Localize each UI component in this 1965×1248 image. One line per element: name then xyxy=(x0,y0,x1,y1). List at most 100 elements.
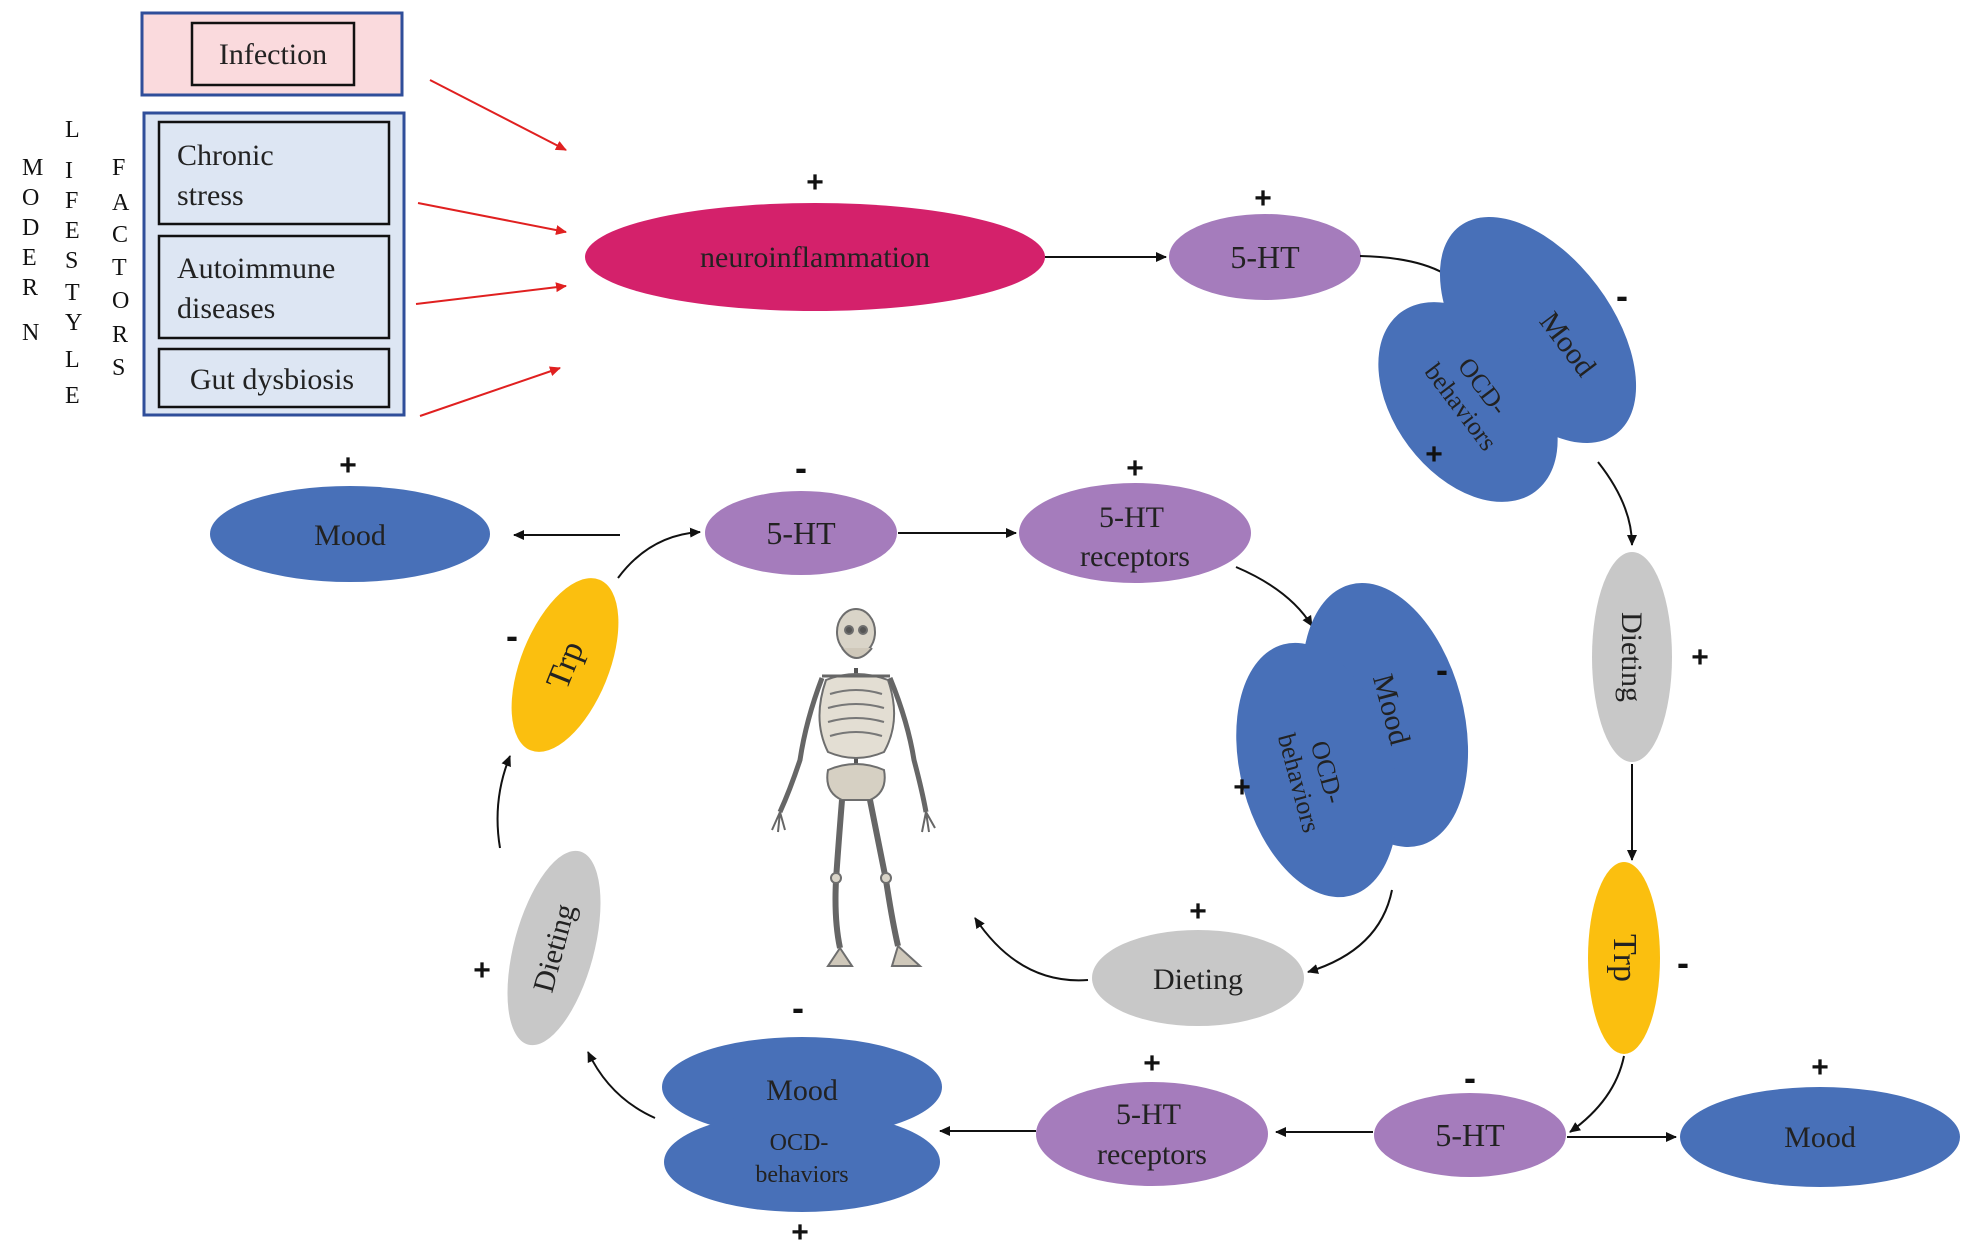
skeleton-left-hand xyxy=(771,811,786,833)
top-ocd-node xyxy=(1378,302,1558,502)
lifestyle-letter: T xyxy=(112,255,127,281)
left-mood-node xyxy=(210,486,490,582)
red-arrow-infection xyxy=(429,79,567,151)
infection-box xyxy=(190,21,356,87)
lifestyle-letter: O xyxy=(112,288,129,314)
bottom-ocd-label: OCD- behaviors xyxy=(755,1130,848,1188)
lifestyle-letter: F xyxy=(65,188,78,214)
bottom-5ht-node xyxy=(1374,1093,1566,1177)
skeleton-right-arm xyxy=(887,677,929,813)
arrow-mood-to-dieting-right xyxy=(1597,461,1637,546)
mid-receptors-label: 5-HT receptors xyxy=(1080,501,1190,573)
right-trp-label: Trp xyxy=(1606,934,1643,982)
lifestyle-word-factors: F A C T O R S xyxy=(112,155,135,381)
arrow-receptors-to-mood-mid xyxy=(1235,566,1313,627)
sign-bottom-mood: - xyxy=(792,987,804,1028)
sign-top-5ht: + xyxy=(1254,182,1272,215)
skeleton-right-hand xyxy=(921,811,936,833)
mid-receptors-line: 5-HT xyxy=(1099,501,1164,534)
sign-bottom-ocd: + xyxy=(791,1216,809,1248)
bottom-mood-right-label: Mood xyxy=(1784,1121,1856,1154)
skeleton-jaw xyxy=(841,647,873,659)
neuroinflammation-label: neuroinflammation xyxy=(700,241,930,274)
arrow-dieting-to-trp-left xyxy=(496,755,511,849)
arrow-trp-to-5ht-bottom xyxy=(1569,1055,1625,1133)
top-5ht-node xyxy=(1169,214,1361,300)
lifestyle-letter: S xyxy=(112,355,125,381)
top-5ht-label: 5-HT xyxy=(1230,239,1300,275)
left-trp-node xyxy=(511,578,619,752)
chronic-stress-line: stress xyxy=(177,179,244,212)
skeleton-ribs xyxy=(827,689,885,737)
bottom-ocd-line: behaviors xyxy=(755,1162,848,1188)
skeleton-left-foot xyxy=(826,946,854,967)
bottom-receptors-node xyxy=(1036,1082,1268,1186)
left-5ht-label: 5-HT xyxy=(766,515,836,551)
sign-neuroinflammation: + xyxy=(806,166,824,199)
lifestyle-letter: S xyxy=(65,248,78,274)
skeleton-right-foot xyxy=(890,944,923,967)
bottom-mood-node xyxy=(662,1037,942,1137)
sign-left-mood: + xyxy=(339,449,357,482)
lifestyle-word-modern: M O D E R N xyxy=(22,155,49,346)
skeleton-illustration xyxy=(771,608,936,967)
skeleton-eye xyxy=(858,625,868,635)
lifestyle-letter: C xyxy=(112,222,128,248)
bottom-mood-right-node xyxy=(1680,1087,1960,1187)
lifestyle-letter: E xyxy=(65,383,80,409)
sign-left-5ht: - xyxy=(795,447,807,488)
neuroinflammation-node xyxy=(585,203,1045,311)
lifestyle-word-lifestyle: L I F E S T Y L E xyxy=(65,117,87,409)
bottom-receptors-line: receptors xyxy=(1097,1138,1207,1171)
infection-label: Infection xyxy=(219,38,327,71)
bottom-ocd-node xyxy=(664,1112,940,1212)
right-trp-node xyxy=(1588,862,1660,1054)
left-5ht-node xyxy=(705,491,897,575)
lifestyle-letter: L xyxy=(65,347,79,373)
gut-dysbiosis-box xyxy=(157,347,391,409)
skeleton-knee xyxy=(880,872,892,884)
right-dieting-label: Dieting xyxy=(1615,612,1648,702)
arrow-dieting-to-body xyxy=(974,917,1089,982)
mid-receptors-line: receptors xyxy=(1080,540,1190,573)
lifestyle-letter: Y xyxy=(65,310,82,336)
infection-group-box xyxy=(140,11,404,97)
chronic-stress-box xyxy=(157,120,391,226)
right-dieting-node xyxy=(1592,552,1672,762)
arrow-mood-to-dieting-left xyxy=(587,1051,656,1119)
lifestyle-letter: E xyxy=(65,218,80,244)
bottom-mood-label: Mood xyxy=(766,1074,838,1107)
skeleton-eye xyxy=(844,625,854,635)
red-arrow-stress xyxy=(417,202,567,235)
lifestyle-group-box xyxy=(142,111,406,417)
left-dieting-node xyxy=(507,850,601,1046)
autoimmune-line: Autoimmune xyxy=(177,252,335,285)
sign-left-trp: - xyxy=(506,615,518,656)
lifestyle-letter: F xyxy=(112,155,125,181)
sign-top-mood: - xyxy=(1616,275,1628,316)
gut-dysbiosis-label: Gut dysbiosis xyxy=(190,363,354,396)
left-mood-label: Mood xyxy=(314,519,386,552)
sign-left-dieting: + xyxy=(473,954,491,987)
arrow-trp-to-5ht-left xyxy=(617,527,701,579)
bottom-receptors-label: 5-HT receptors xyxy=(1097,1098,1207,1171)
autoimmune-line: diseases xyxy=(177,292,275,325)
sign-mid-receptors: + xyxy=(1126,452,1144,485)
lifestyle-letter: L xyxy=(65,117,79,143)
skeleton-knee xyxy=(830,872,842,884)
bottom-receptors-line: 5-HT xyxy=(1116,1098,1181,1131)
red-arrow-gut xyxy=(419,366,561,417)
lifestyle-letter: R xyxy=(22,275,38,301)
skeleton-pelvis xyxy=(826,763,886,801)
lifestyle-letter: N xyxy=(22,320,39,346)
arrow-mood-to-dieting-mid xyxy=(1307,889,1393,974)
mid-receptors-node xyxy=(1019,483,1251,583)
sign-mid-mood: - xyxy=(1436,649,1448,690)
lifestyle-letter: T xyxy=(65,280,80,306)
skeleton-left-arm xyxy=(777,677,825,814)
lifestyle-letter: M xyxy=(22,155,43,181)
bottom-5ht-label: 5-HT xyxy=(1435,1117,1505,1153)
sign-bottom-receptors: + xyxy=(1143,1047,1161,1080)
lifestyle-letter: D xyxy=(22,215,39,241)
